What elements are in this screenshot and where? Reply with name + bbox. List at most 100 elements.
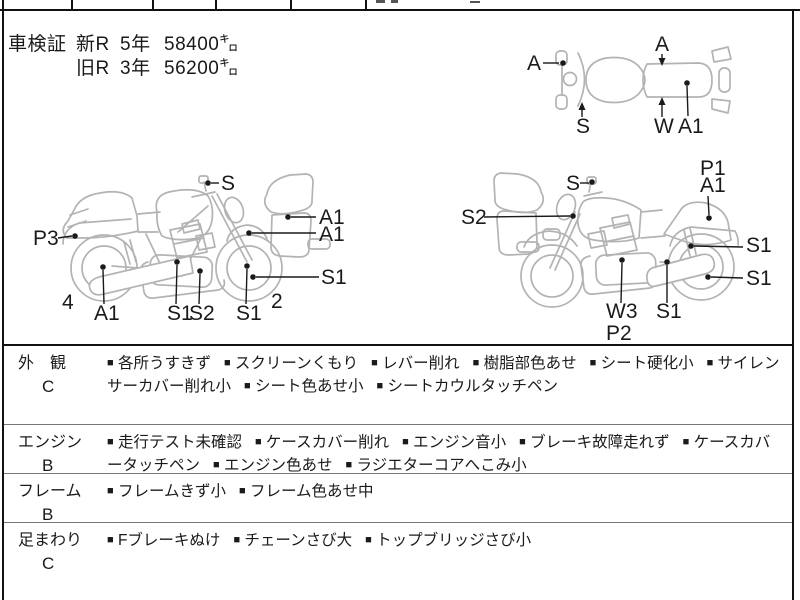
defect-item: ■ シート色あせ小 bbox=[244, 378, 364, 395]
top-view-leaders bbox=[543, 54, 690, 117]
bullet-icon: ■ bbox=[376, 380, 384, 392]
bullet-icon: ■ bbox=[239, 485, 246, 497]
table-row: フレーム B ■ フレームきず小 ■ フレーム色あせ中 bbox=[2, 473, 792, 524]
category-label: エンジン bbox=[18, 434, 83, 451]
defect-item: ■ レバー削れ bbox=[371, 355, 460, 372]
panel-label: 4 bbox=[62, 291, 74, 314]
panel-label: A bbox=[527, 52, 541, 75]
fuel-tank bbox=[155, 188, 214, 241]
bullet-icon: ■ bbox=[345, 459, 353, 471]
category-cell: 足まわり C bbox=[2, 523, 107, 575]
arrow-down-icon bbox=[658, 58, 666, 66]
defect-item: ■ 樹脂部色あせ bbox=[472, 355, 577, 372]
panel-label: S2 bbox=[461, 206, 487, 229]
arrow-up-icon bbox=[658, 97, 666, 105]
defect-item: ■ ケースカバータッチペン bbox=[107, 434, 771, 474]
panel-label: P1 bbox=[700, 157, 726, 180]
defect-item: ■ ラジエターコアへこみ小 bbox=[345, 457, 527, 474]
bullet-icon: ■ bbox=[519, 436, 526, 448]
registration-title: 車検証 bbox=[8, 34, 67, 55]
category-label: フレーム bbox=[18, 483, 82, 500]
right-side-line-art bbox=[516, 176, 740, 308]
panel-label: S1 bbox=[167, 302, 193, 325]
grade-value: C bbox=[42, 554, 55, 573]
panel-label: W bbox=[654, 115, 674, 138]
cut-off-text-fragment bbox=[376, 0, 385, 3]
left-side-leaders bbox=[57, 180, 319, 305]
headlight bbox=[223, 196, 245, 224]
panel-label: S1 bbox=[236, 302, 262, 325]
panel-label: 2 bbox=[271, 290, 283, 313]
condition-assessment-table: 外 観 C ■ 各所うすきず■ スクリーンくもり■ レバー削れ■ 樹脂部色あせ■… bbox=[2, 344, 792, 600]
rear-fender bbox=[669, 226, 740, 247]
bullet-icon: ■ bbox=[365, 534, 372, 546]
leader-dot bbox=[684, 80, 690, 86]
handlebar bbox=[191, 191, 216, 198]
muffler bbox=[88, 255, 194, 296]
handlebar bbox=[583, 191, 603, 197]
bullet-icon: ■ bbox=[254, 436, 262, 448]
bullet-icon: ■ bbox=[107, 534, 114, 546]
bullet-icon: ■ bbox=[107, 485, 114, 497]
grade-value: B bbox=[42, 505, 54, 524]
panel-label: P3 bbox=[33, 227, 59, 250]
panel-label: A1 bbox=[678, 115, 704, 138]
leader-dot bbox=[560, 60, 566, 66]
grade-value: C bbox=[42, 377, 55, 396]
top-border-line bbox=[0, 9, 800, 11]
defect-items: ■ 各所うすきず■ スクリーンくもり■ レバー削れ■ 樹脂部色あせ■ シート硬化… bbox=[107, 346, 792, 398]
bullet-icon: ■ bbox=[107, 436, 114, 448]
odometer-new: 58400㌔ bbox=[164, 34, 239, 55]
front-fender bbox=[523, 230, 578, 248]
panel-label: S1 bbox=[656, 300, 682, 323]
defect-item: ■ シートカウルタッチペン bbox=[376, 378, 558, 395]
detached-fairing bbox=[493, 172, 545, 256]
panel-label: S1 bbox=[746, 267, 772, 290]
engine-cylinder bbox=[169, 223, 208, 259]
category-cell: エンジン B bbox=[2, 425, 107, 477]
engine-cylinder bbox=[599, 221, 638, 257]
motorcycle-right-side-diagram: S S2 P1 A1 S1 S1 W3 P2 S1 bbox=[461, 157, 772, 345]
reg-era-new: 新R bbox=[76, 34, 110, 55]
bullet-icon: ■ bbox=[706, 357, 714, 369]
front-fork bbox=[211, 193, 253, 263]
top-cell-divider bbox=[365, 0, 367, 9]
arrow-up-icon bbox=[578, 102, 586, 110]
tail-cowl bbox=[663, 201, 732, 246]
headlight bbox=[555, 193, 577, 221]
bullet-icon: ■ bbox=[213, 459, 220, 471]
bullet-icon: ■ bbox=[371, 357, 378, 369]
bullet-icon: ■ bbox=[223, 357, 231, 369]
reg-era-old: 旧R bbox=[76, 58, 110, 79]
fuel-tank bbox=[577, 196, 642, 243]
top-cell-divider bbox=[215, 0, 217, 9]
top-cell-divider bbox=[290, 0, 292, 9]
defect-item: ■ フレームきず小 bbox=[107, 483, 226, 500]
grade-value: B bbox=[42, 456, 54, 475]
table-row: エンジン B ■ 走行テスト未確認■ ケースカバー削れ■ エンジン音小■ ブレー… bbox=[2, 424, 792, 475]
defect-items: ■ Fブレーキぬけ■ チェーンさび大■ トップブリッジさび小 bbox=[107, 523, 792, 552]
top-cell-divider bbox=[71, 0, 73, 9]
cut-off-text-fragment bbox=[391, 0, 398, 3]
motorcycle-top-view-diagram: A A S W A1 bbox=[527, 33, 732, 138]
panel-label: S2 bbox=[189, 302, 215, 325]
table-row: 外 観 C ■ 各所うすきず■ スクリーンくもり■ レバー削れ■ 樹脂部色あせ■… bbox=[2, 344, 792, 424]
defect-item: ■ ブレーキ故障走れず bbox=[519, 434, 670, 451]
tail-cowl bbox=[62, 190, 139, 239]
odometer-old: 56200㌔ bbox=[164, 58, 239, 79]
right-side-leaders bbox=[483, 179, 744, 304]
panel-label: S bbox=[566, 172, 580, 195]
top-cell-divider bbox=[152, 0, 154, 9]
front-fork bbox=[549, 211, 581, 271]
rear-shock bbox=[683, 227, 697, 257]
panel-label: A1 bbox=[94, 302, 120, 325]
bullet-icon: ■ bbox=[472, 357, 480, 369]
bullet-icon: ■ bbox=[589, 357, 597, 369]
bullet-icon: ■ bbox=[233, 534, 241, 546]
defect-item: ■ 走行テスト未確認 bbox=[107, 434, 242, 451]
reg-year-new: 5年 bbox=[120, 34, 151, 55]
defect-item: ■ フレーム色あせ中 bbox=[239, 483, 374, 500]
left-border-line bbox=[2, 0, 4, 600]
motorcycle-left-side-diagram: S A1 A1 P3 4 A1 S1 S2 S1 2 S1 bbox=[33, 172, 347, 325]
defect-item: ■ トップブリッジさび小 bbox=[365, 532, 532, 549]
